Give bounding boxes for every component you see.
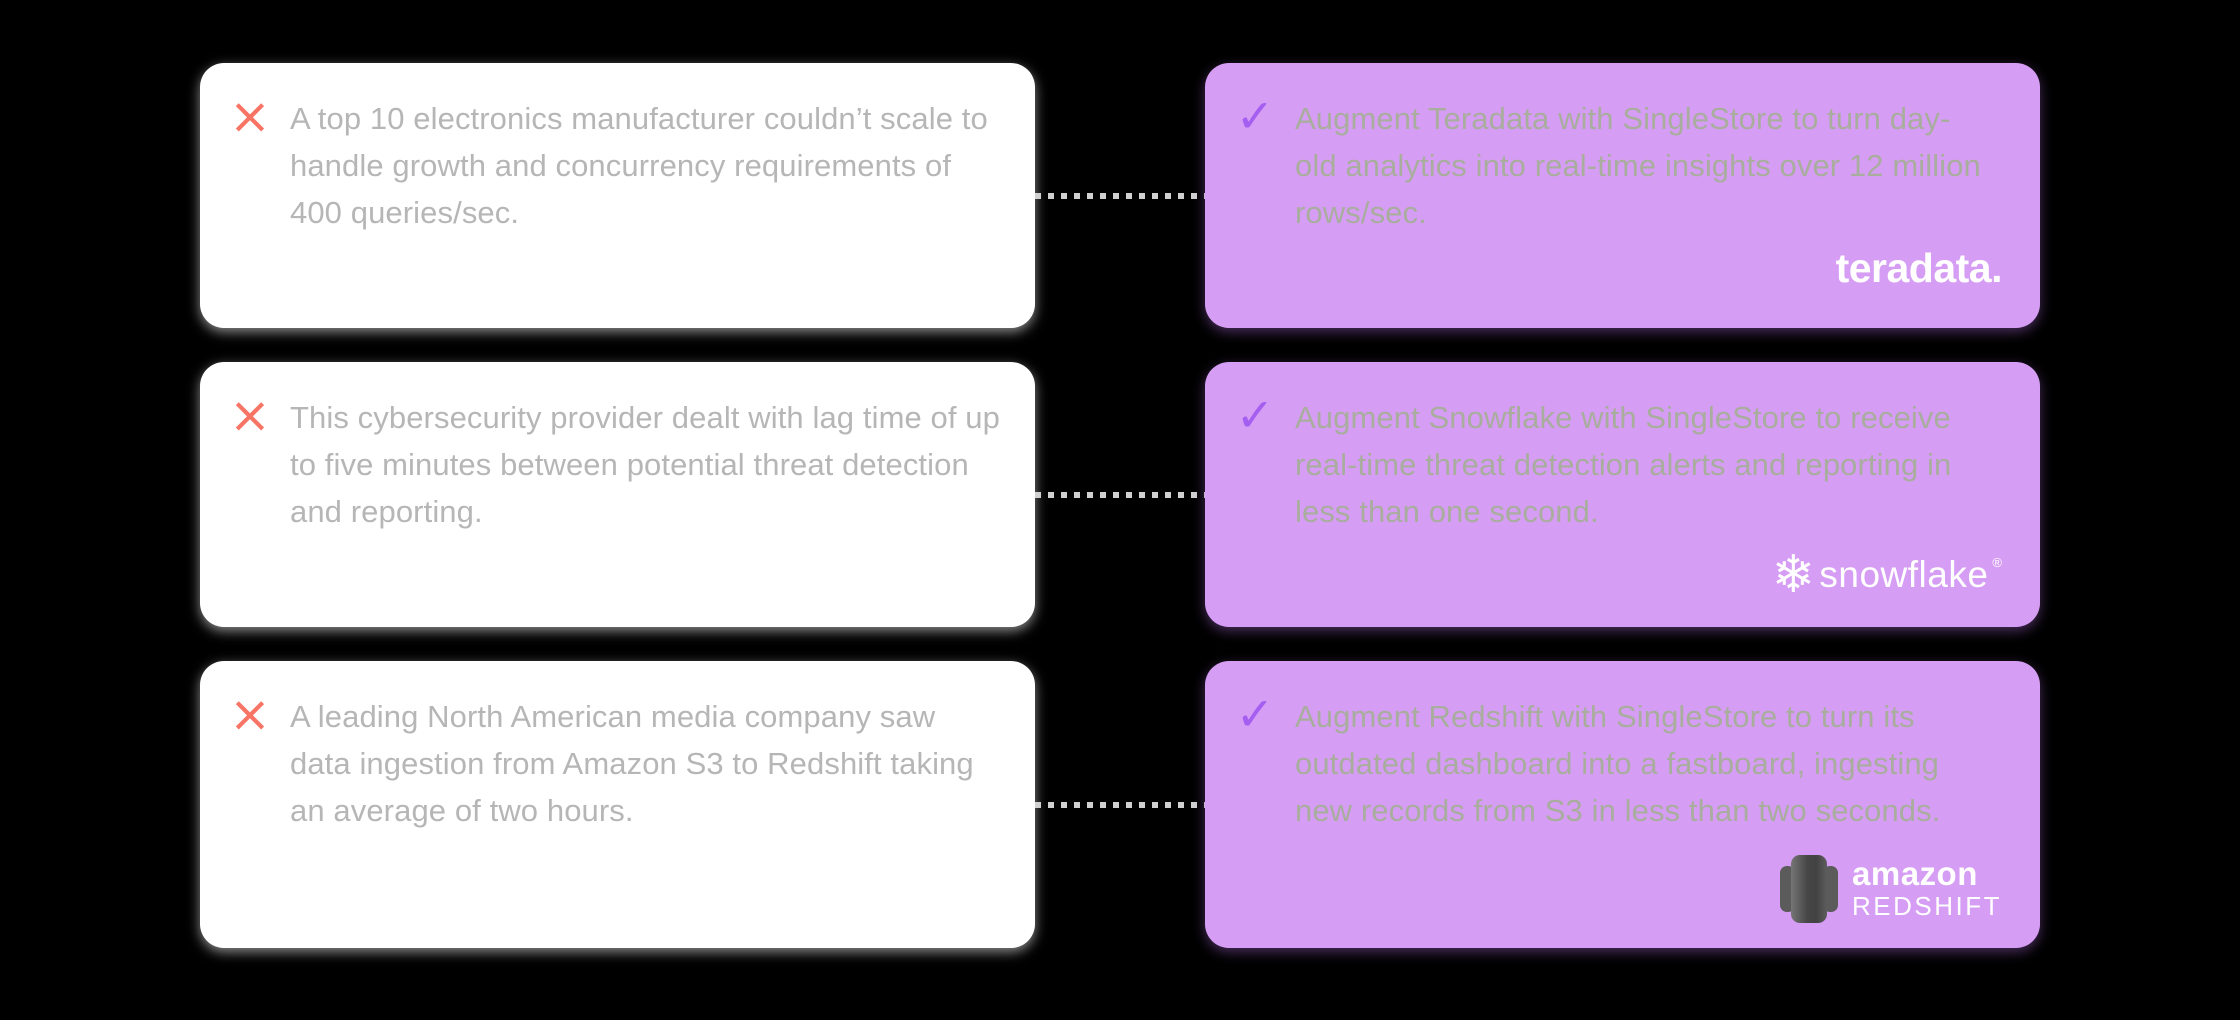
dotted-connector-line: [1035, 192, 1205, 199]
solution-text: Augment Snowflake with SingleStore to re…: [1295, 400, 1952, 529]
problem-card: × This cybersecurity provider dealt with…: [200, 362, 1035, 627]
problem-text: This cybersecurity provider dealt with l…: [290, 400, 1000, 529]
snowflake-icon: ❄: [1771, 545, 1816, 605]
snowflake-logo: ❄ snowflake ®: [1772, 549, 2002, 601]
dotted-connector-line: [1035, 491, 1205, 498]
check-icon: ✓: [1235, 388, 1275, 442]
teradata-logo: teradata.: [1835, 245, 2003, 291]
solution-card: ✓ Augment Snowflake with SingleStore to …: [1205, 362, 2040, 627]
comparison-row-snowflake: × This cybersecurity provider dealt with…: [200, 362, 2040, 627]
check-icon: ✓: [1235, 687, 1275, 741]
solution-text: Augment Teradata with SingleStore to tur…: [1295, 101, 1981, 230]
solution-text: Augment Redshift with SingleStore to tur…: [1295, 699, 1941, 828]
dotted-connector-line: [1035, 801, 1205, 808]
problem-text: A leading North American media company s…: [290, 699, 974, 828]
snowflake-wordmark: snowflake: [1819, 554, 1989, 595]
redshift-wordmark-block: amazon REDSHIFT: [1852, 855, 2002, 922]
problem-card: × A top 10 electronics manufacturer coul…: [200, 63, 1035, 328]
solution-card: ✓ Augment Teradata with SingleStore to t…: [1205, 63, 2040, 328]
amazon-wordmark: amazon: [1852, 855, 1978, 892]
redshift-database-icon: [1780, 854, 1838, 924]
x-icon: ×: [229, 685, 271, 743]
solution-card: ✓ Augment Redshift with SingleStore to t…: [1205, 661, 2040, 948]
x-icon: ×: [229, 386, 271, 444]
comparison-row-redshift: × A leading North American media company…: [200, 661, 2040, 948]
problem-text: A top 10 electronics manufacturer couldn…: [290, 101, 988, 230]
check-icon: ✓: [1235, 89, 1275, 143]
redshift-cylinder-center: [1791, 855, 1827, 923]
redshift-wordmark: REDSHIFT: [1852, 891, 2002, 921]
x-icon: ×: [229, 87, 271, 145]
comparison-row-teradata: × A top 10 electronics manufacturer coul…: [200, 63, 2040, 328]
problem-card: × A leading North American media company…: [200, 661, 1035, 948]
registered-trademark-symbol: ®: [1992, 555, 2002, 570]
amazon-redshift-logo: amazon REDSHIFT: [1780, 854, 2002, 924]
